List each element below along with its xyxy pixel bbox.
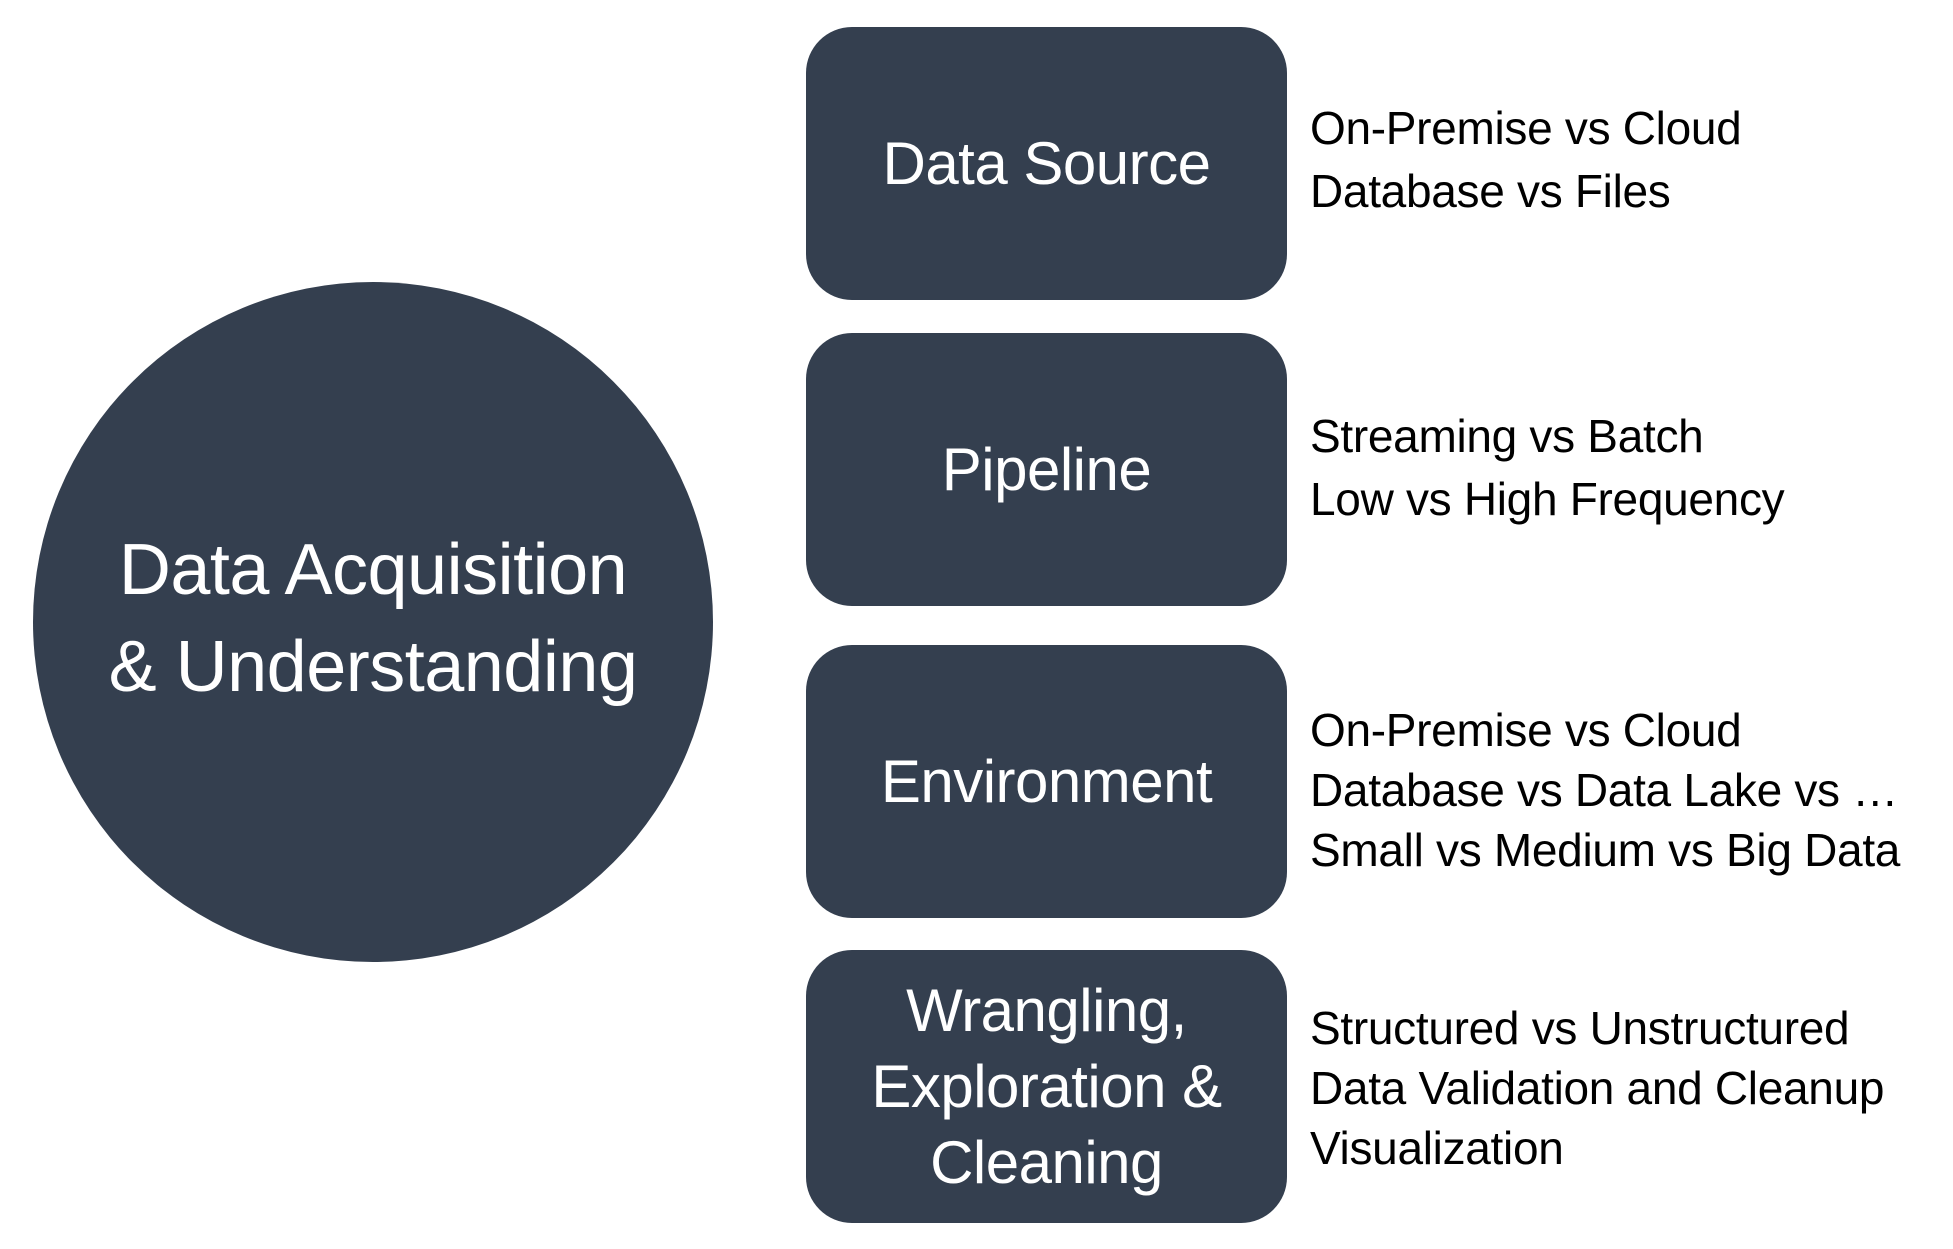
detail-item: Streaming vs Batch — [1310, 410, 1704, 462]
hub-title-line-1: Data Acquisition — [118, 530, 628, 610]
detail-item: On-Premise vs Cloud — [1310, 102, 1742, 154]
detail-item: Structured vs Unstructured — [1310, 1002, 1850, 1054]
stage-box-wrangling-exploration-cleaning: Wrangling, Exploration & Cleaning — [806, 950, 1287, 1223]
stage-label: Pipeline — [941, 435, 1152, 503]
stage-label: Environment — [880, 747, 1213, 815]
stage-label-line-2: Exploration & — [871, 1052, 1222, 1120]
detail-item: Data Validation and Cleanup — [1310, 1062, 1885, 1114]
stage-label-line-1: Wrangling, — [906, 976, 1187, 1044]
stage-details-environment: On-Premise vs Cloud Database vs Data Lak… — [1310, 700, 1900, 880]
stage-box-data-source: Data Source — [806, 27, 1287, 300]
detail-item: On-Premise vs Cloud — [1310, 704, 1742, 756]
stage-label-line-3: Cleaning — [930, 1128, 1163, 1196]
hub-circle-data-acquisition: Data Acquisition & Understanding — [33, 282, 713, 962]
detail-item: Visualization — [1310, 1122, 1564, 1174]
detail-item: Small vs Medium vs Big Data — [1310, 824, 1901, 876]
stage-box-pipeline: Pipeline — [806, 333, 1287, 606]
stage-box-environment: Environment — [806, 645, 1287, 918]
stage-details-pipeline: Streaming vs Batch Low vs High Frequency — [1310, 405, 1785, 531]
stage-details-data-source: On-Premise vs Cloud Database vs Files — [1310, 97, 1742, 223]
detail-item: Database vs Data Lake vs … — [1310, 764, 1898, 816]
stage-details-wrangling: Structured vs Unstructured Data Validati… — [1310, 998, 1884, 1178]
hub-title-line-2: & Understanding — [108, 627, 638, 707]
detail-item: Database vs Files — [1310, 165, 1671, 217]
detail-item: Low vs High Frequency — [1310, 473, 1785, 525]
stage-label: Data Source — [882, 129, 1211, 197]
